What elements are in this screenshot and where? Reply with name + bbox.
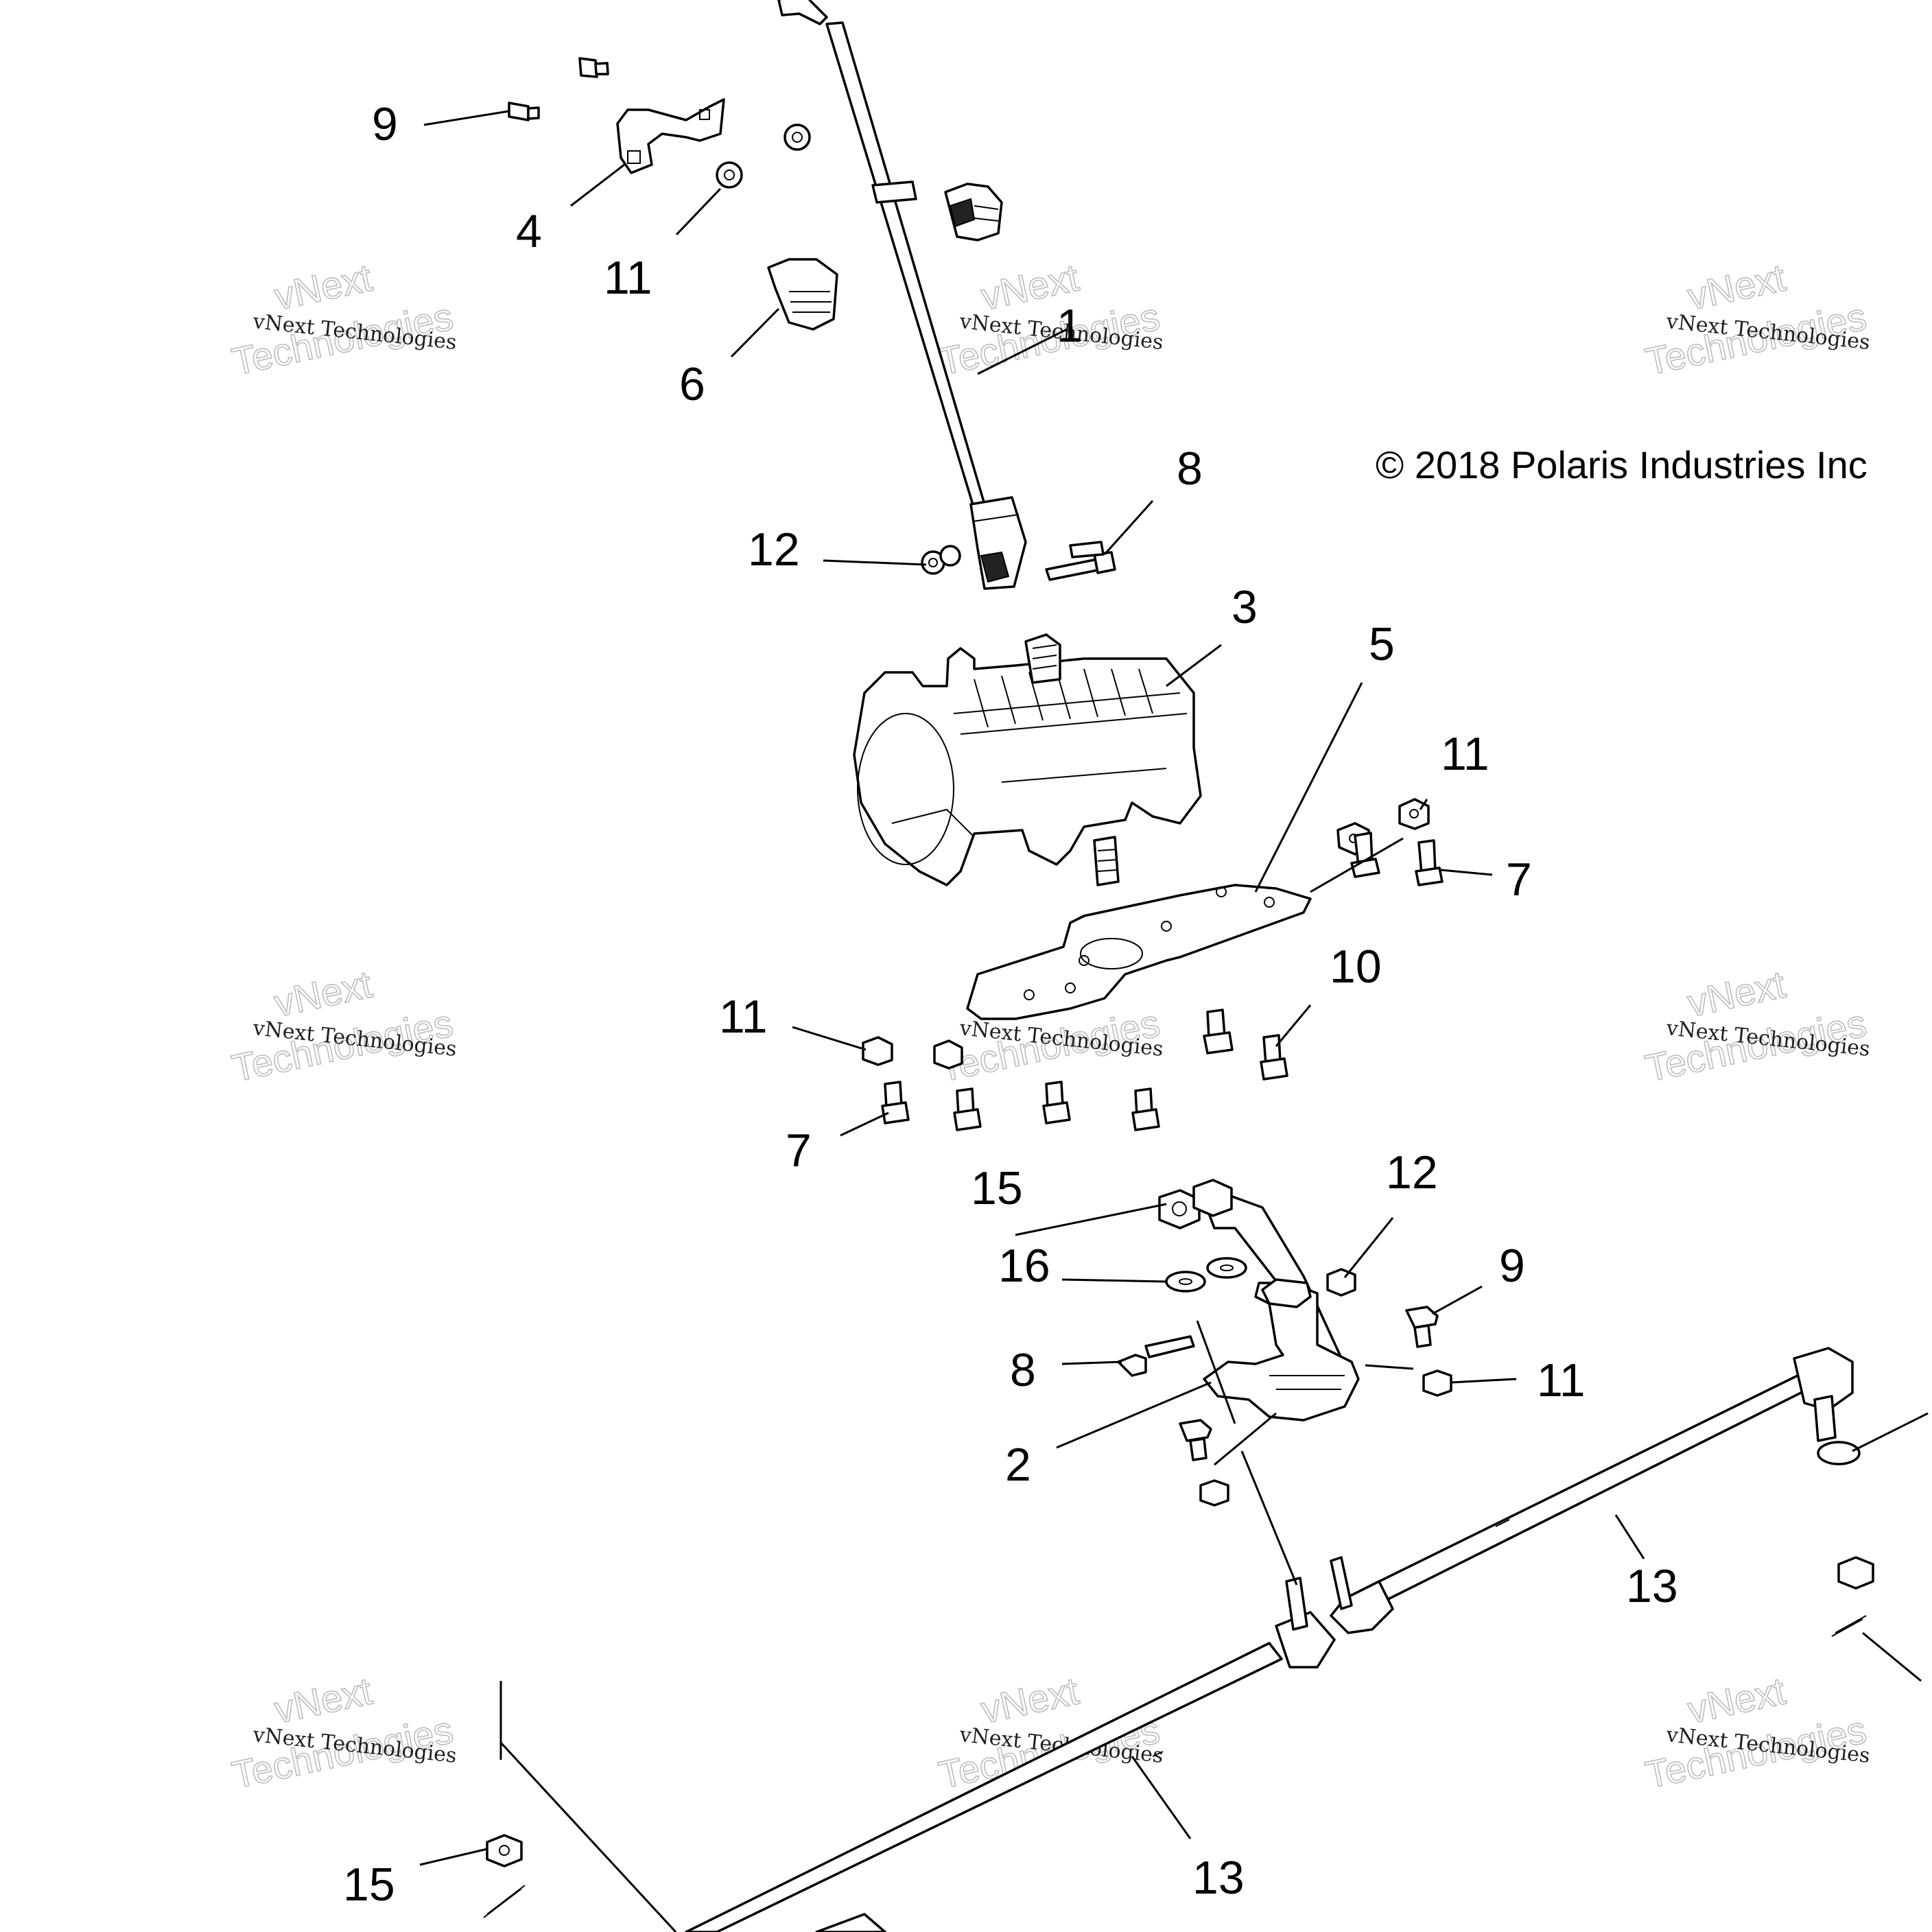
callout-13: 13 <box>1192 1852 1245 1904</box>
flange-bolt <box>953 1087 982 1131</box>
callout-12: 12 <box>748 523 800 576</box>
nut <box>716 161 743 189</box>
tie-rod-left <box>685 1577 1336 1932</box>
cotter-pin <box>483 1885 526 1918</box>
callout-4: 4 <box>516 205 542 257</box>
callout-16: 16 <box>998 1240 1050 1292</box>
pinch-bolt <box>1069 541 1105 558</box>
flange-bolt <box>578 57 609 78</box>
bushing <box>767 258 838 331</box>
pinch-bolt <box>1045 551 1116 581</box>
callout-9: 9 <box>372 98 398 150</box>
nut <box>939 545 961 567</box>
callout-9: 9 <box>1499 1240 1525 1292</box>
nut <box>1192 1179 1233 1217</box>
washer <box>1165 1271 1206 1293</box>
idler-bracket <box>1203 1278 1360 1422</box>
washer <box>1817 1441 1861 1465</box>
tie-rod-right <box>1330 1347 1854 1634</box>
watermark: vNext Technologies <box>228 962 457 1091</box>
watermark-outline-top: vNext <box>270 1669 376 1731</box>
callout-11: 11 <box>1537 1354 1586 1406</box>
bushing <box>944 182 1003 242</box>
nut <box>1199 1479 1229 1507</box>
washer <box>1206 1257 1247 1279</box>
callout-2: 2 <box>1005 1439 1031 1491</box>
flange-bolt <box>1415 839 1444 886</box>
callout-11: 11 <box>604 252 652 304</box>
callout-11: 11 <box>1441 728 1489 780</box>
nut <box>1422 1369 1452 1397</box>
callout-10: 10 <box>1330 941 1382 993</box>
flange-nut <box>486 1834 523 1868</box>
watermark: vNext Technologies <box>228 1669 457 1798</box>
watermark-outline-top: vNext <box>977 1669 1083 1731</box>
callout-7: 7 <box>1506 853 1532 906</box>
flange-nut <box>1837 1556 1874 1590</box>
callout-5: 5 <box>1369 618 1395 670</box>
carriage-bolt <box>1405 1306 1439 1348</box>
clevis-pin <box>1117 1335 1195 1377</box>
flange-bolt <box>1131 1087 1160 1131</box>
flange-bolt <box>508 102 540 121</box>
nut <box>1158 1189 1201 1229</box>
watermark-outline-top: vNext <box>270 962 376 1024</box>
nut <box>784 123 811 151</box>
watermark-outline-top: vNext <box>1684 962 1789 1024</box>
flange-bolt <box>1260 1034 1288 1081</box>
callout-8: 8 <box>1177 443 1203 495</box>
flange-bolt <box>1203 1009 1234 1055</box>
clamp <box>616 98 725 174</box>
callout-6: 6 <box>679 358 705 410</box>
watermark-outline-top: vNext <box>270 255 376 318</box>
callout-12: 12 <box>1386 1146 1438 1199</box>
watermark: vNext Technologies <box>1641 255 1870 384</box>
steering-shaft <box>777 0 1027 590</box>
callout-15: 15 <box>343 1859 395 1911</box>
callout-13: 13 <box>1626 1560 1678 1612</box>
callout-11: 11 <box>719 991 768 1043</box>
eps-gearbox <box>853 633 1202 886</box>
watermark: vNext Technologies <box>1641 962 1870 1091</box>
copyright-notice: © 2018 Polaris Industries Inc <box>1376 443 1868 486</box>
flange-nut <box>862 1036 893 1066</box>
callout-15: 15 <box>971 1162 1023 1214</box>
watermark: vNext Technologies <box>1641 1669 1870 1798</box>
flange-nut <box>933 1039 963 1070</box>
watermark: vNext Technologies <box>228 255 457 384</box>
flange-bolt <box>1042 1081 1071 1124</box>
nut <box>1326 1268 1356 1297</box>
mount-plate <box>966 884 1312 1020</box>
watermark-outline-top: vNext <box>1684 255 1789 318</box>
watermark: vNext Technologies <box>934 255 1164 384</box>
cotter-pin <box>1831 1615 1867 1637</box>
callout-labels: 9 4 11 6 1 8 12 3 5 11 7 10 11 7 15 12 1… <box>343 98 1678 1911</box>
callout-3: 3 <box>1232 581 1258 633</box>
callout-7: 7 <box>786 1124 812 1177</box>
callout-8: 8 <box>1010 1344 1036 1396</box>
flange-bolt <box>881 1081 910 1124</box>
leader-lines <box>419 110 1929 1932</box>
watermark-outline-top: vNext <box>1684 1669 1789 1731</box>
callout-1: 1 <box>1057 300 1083 352</box>
carriage-bolt <box>1179 1419 1212 1461</box>
